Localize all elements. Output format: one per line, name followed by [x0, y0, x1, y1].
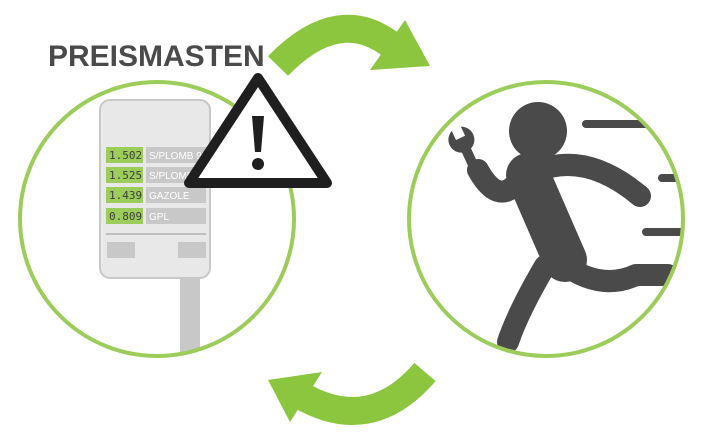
price-value: 1.502	[109, 149, 142, 162]
price-row: 0.809 GPL	[106, 208, 206, 224]
running-mechanic-icon	[448, 102, 683, 353]
price-value: 1.439	[109, 189, 142, 202]
left-circle-outline	[18, 80, 296, 358]
sign-panel-left	[107, 242, 135, 258]
mechanic-circle	[407, 80, 685, 358]
sign-panel-right	[178, 242, 206, 258]
price-value: 0.809	[109, 210, 142, 223]
warning-triangle-icon	[184, 73, 332, 188]
price-value: 1.525	[109, 169, 142, 182]
fuel-label: GPL	[149, 212, 169, 223]
price-sign-circle: 1.502 S/PLOMB 98 1.525 S/PLOMB 95 1.439 …	[18, 80, 296, 358]
fuel-label: S/PLOMB 98	[149, 151, 208, 162]
page-title: PREISMASTEN	[48, 40, 265, 73]
curved-arrow-right-icon	[267, 14, 430, 76]
right-circle-outline	[407, 80, 685, 358]
curved-arrow-left-icon	[268, 362, 436, 425]
price-row: 1.439 GAZOLE	[106, 187, 206, 203]
price-row: 1.502 S/PLOMB 98	[106, 147, 210, 163]
fuel-label: S/PLOMB 95	[149, 171, 208, 182]
fuel-label: GAZOLE	[149, 191, 190, 202]
price-rows: 1.502 S/PLOMB 98 1.525 S/PLOMB 95 1.439 …	[106, 147, 210, 224]
sign-pole	[180, 276, 200, 356]
